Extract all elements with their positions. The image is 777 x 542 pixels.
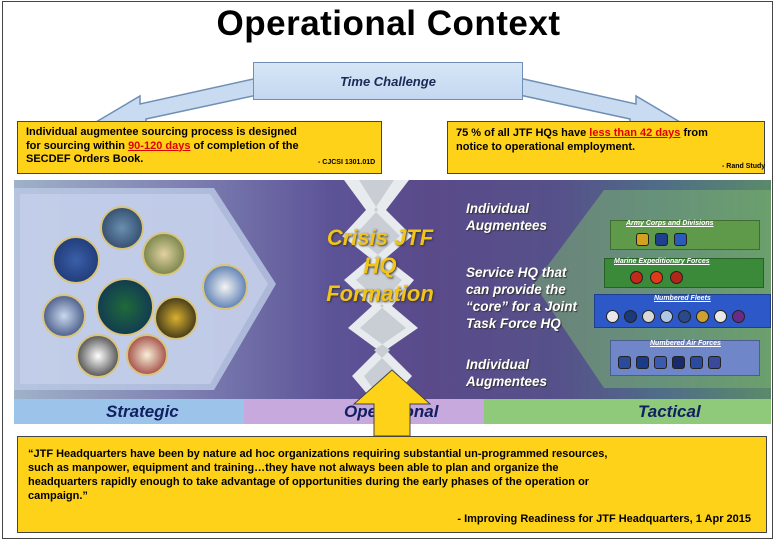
left-box-line2: for sourcing within 90-120 days of compl…: [26, 139, 299, 152]
readiness-quote: “JTF Headquarters have been by nature ad…: [28, 448, 608, 502]
fleet-seal-icon: [732, 310, 745, 323]
army-patch-icon: [636, 233, 649, 246]
navy-seal-icon: [202, 264, 248, 310]
fleet-seal-icon: [678, 310, 691, 323]
crisis-jtf-text: Crisis JTF HQ Formation: [326, 225, 434, 306]
slide-title: Operational Context: [216, 4, 561, 43]
eagle-seal-icon: [142, 232, 186, 276]
africa-command-seal-icon: [96, 278, 154, 336]
transcom-seal-icon: [126, 334, 168, 376]
quote-source: - Improving Readiness for JTF Headquarte…: [457, 513, 751, 525]
air-force-shield-icon: [654, 356, 667, 369]
fleet-seal-icon: [660, 310, 673, 323]
left-box-line3: SECDEF Orders Book.: [26, 153, 144, 165]
southcom-seal-icon: [76, 334, 120, 378]
marine-strip-label: Marine Expeditionary Forces: [614, 258, 710, 265]
left-box-highlight: 90-120 days: [128, 139, 191, 152]
quote-box: [17, 436, 767, 533]
fleet-seal-icon: [696, 310, 709, 323]
augmentee-sourcing-box: Individual augmentee sourcing process is…: [17, 121, 382, 174]
air-force-strip-label: Numbered Air Forces: [650, 340, 721, 347]
state-seal-icon: [42, 294, 86, 338]
strategic-label: Strategic: [106, 402, 179, 421]
special-ops-seal-icon: [154, 296, 198, 340]
fleet-seal-icon: [714, 310, 727, 323]
army-patch-icon: [674, 233, 687, 246]
fleet-seal-icon: [642, 310, 655, 323]
right-box-citation: - Rand Study: [722, 163, 766, 170]
right-box-line2: notice to operational employment.: [456, 140, 636, 153]
right-box-line1: 75 % of all JTF HQs have less than 42 da…: [456, 127, 708, 139]
marine-emblem-icon: [650, 271, 663, 284]
air-force-shield-icon: [636, 356, 649, 369]
army-patch-icon: [655, 233, 668, 246]
time-challenge-box: Time Challenge: [253, 62, 523, 100]
context-band: Crisis JTF HQ Formation Individual Augme…: [14, 180, 771, 424]
command-seal-icon: [100, 206, 144, 250]
air-force-shield-icon: [618, 356, 631, 369]
air-force-shield-icon: [672, 356, 685, 369]
marine-emblem-icon: [630, 271, 643, 284]
air-force-shield-icon: [708, 356, 721, 369]
dod-seal-icon: [52, 236, 100, 284]
left-box-citation: - CJCSI 1301.01D: [318, 159, 376, 166]
air-force-strip: [610, 340, 760, 376]
service-hq-text: Service HQ that can provide the “core” f…: [466, 265, 578, 331]
air-force-shield-icon: [690, 356, 703, 369]
marine-emblem-icon: [670, 271, 683, 284]
right-box-highlight: less than 42 days: [589, 127, 681, 139]
army-strip-label: Army Corps and Divisions: [626, 220, 714, 227]
fleets-strip-label: Numbered Fleets: [654, 295, 711, 302]
left-box-line1: Individual augmentee sourcing process is…: [26, 126, 297, 138]
individual-augmentees-top: Individual Augmentees: [466, 201, 548, 233]
tactical-label: Tactical: [638, 402, 701, 421]
individual-augmentees-bottom: Individual Augmentees: [466, 357, 548, 389]
jtf-notice-box: 75 % of all JTF HQs have less than 42 da…: [447, 121, 765, 174]
fleet-seal-icon: [624, 310, 637, 323]
fleet-seal-icon: [606, 310, 619, 323]
